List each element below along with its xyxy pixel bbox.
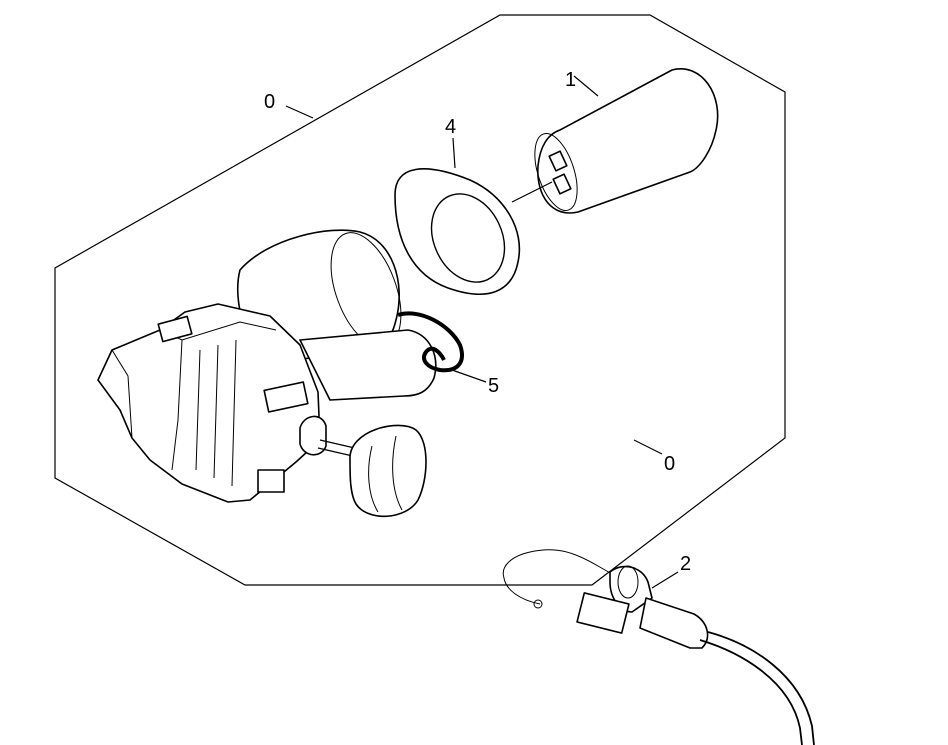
callout-label-1: 1 (565, 69, 576, 91)
capacitor-part: 1 (511, 68, 719, 214)
callout-0-right: 0 (633, 439, 675, 475)
callout-label-0-right: 0 (664, 453, 675, 475)
callout-label-5: 5 (488, 375, 499, 397)
sensor-cable-part: 2 (502, 549, 815, 745)
callout-0-top: 0 (264, 91, 314, 119)
pump-motor-part (97, 229, 437, 518)
callout-label-4: 4 (445, 116, 456, 138)
seal-part: 5 (397, 311, 499, 397)
callout-label-0-top: 0 (264, 91, 275, 113)
callout-label-2: 2 (680, 553, 691, 575)
cover-ring-part: 4 (394, 116, 521, 296)
assembly-boundary (54, 14, 786, 586)
